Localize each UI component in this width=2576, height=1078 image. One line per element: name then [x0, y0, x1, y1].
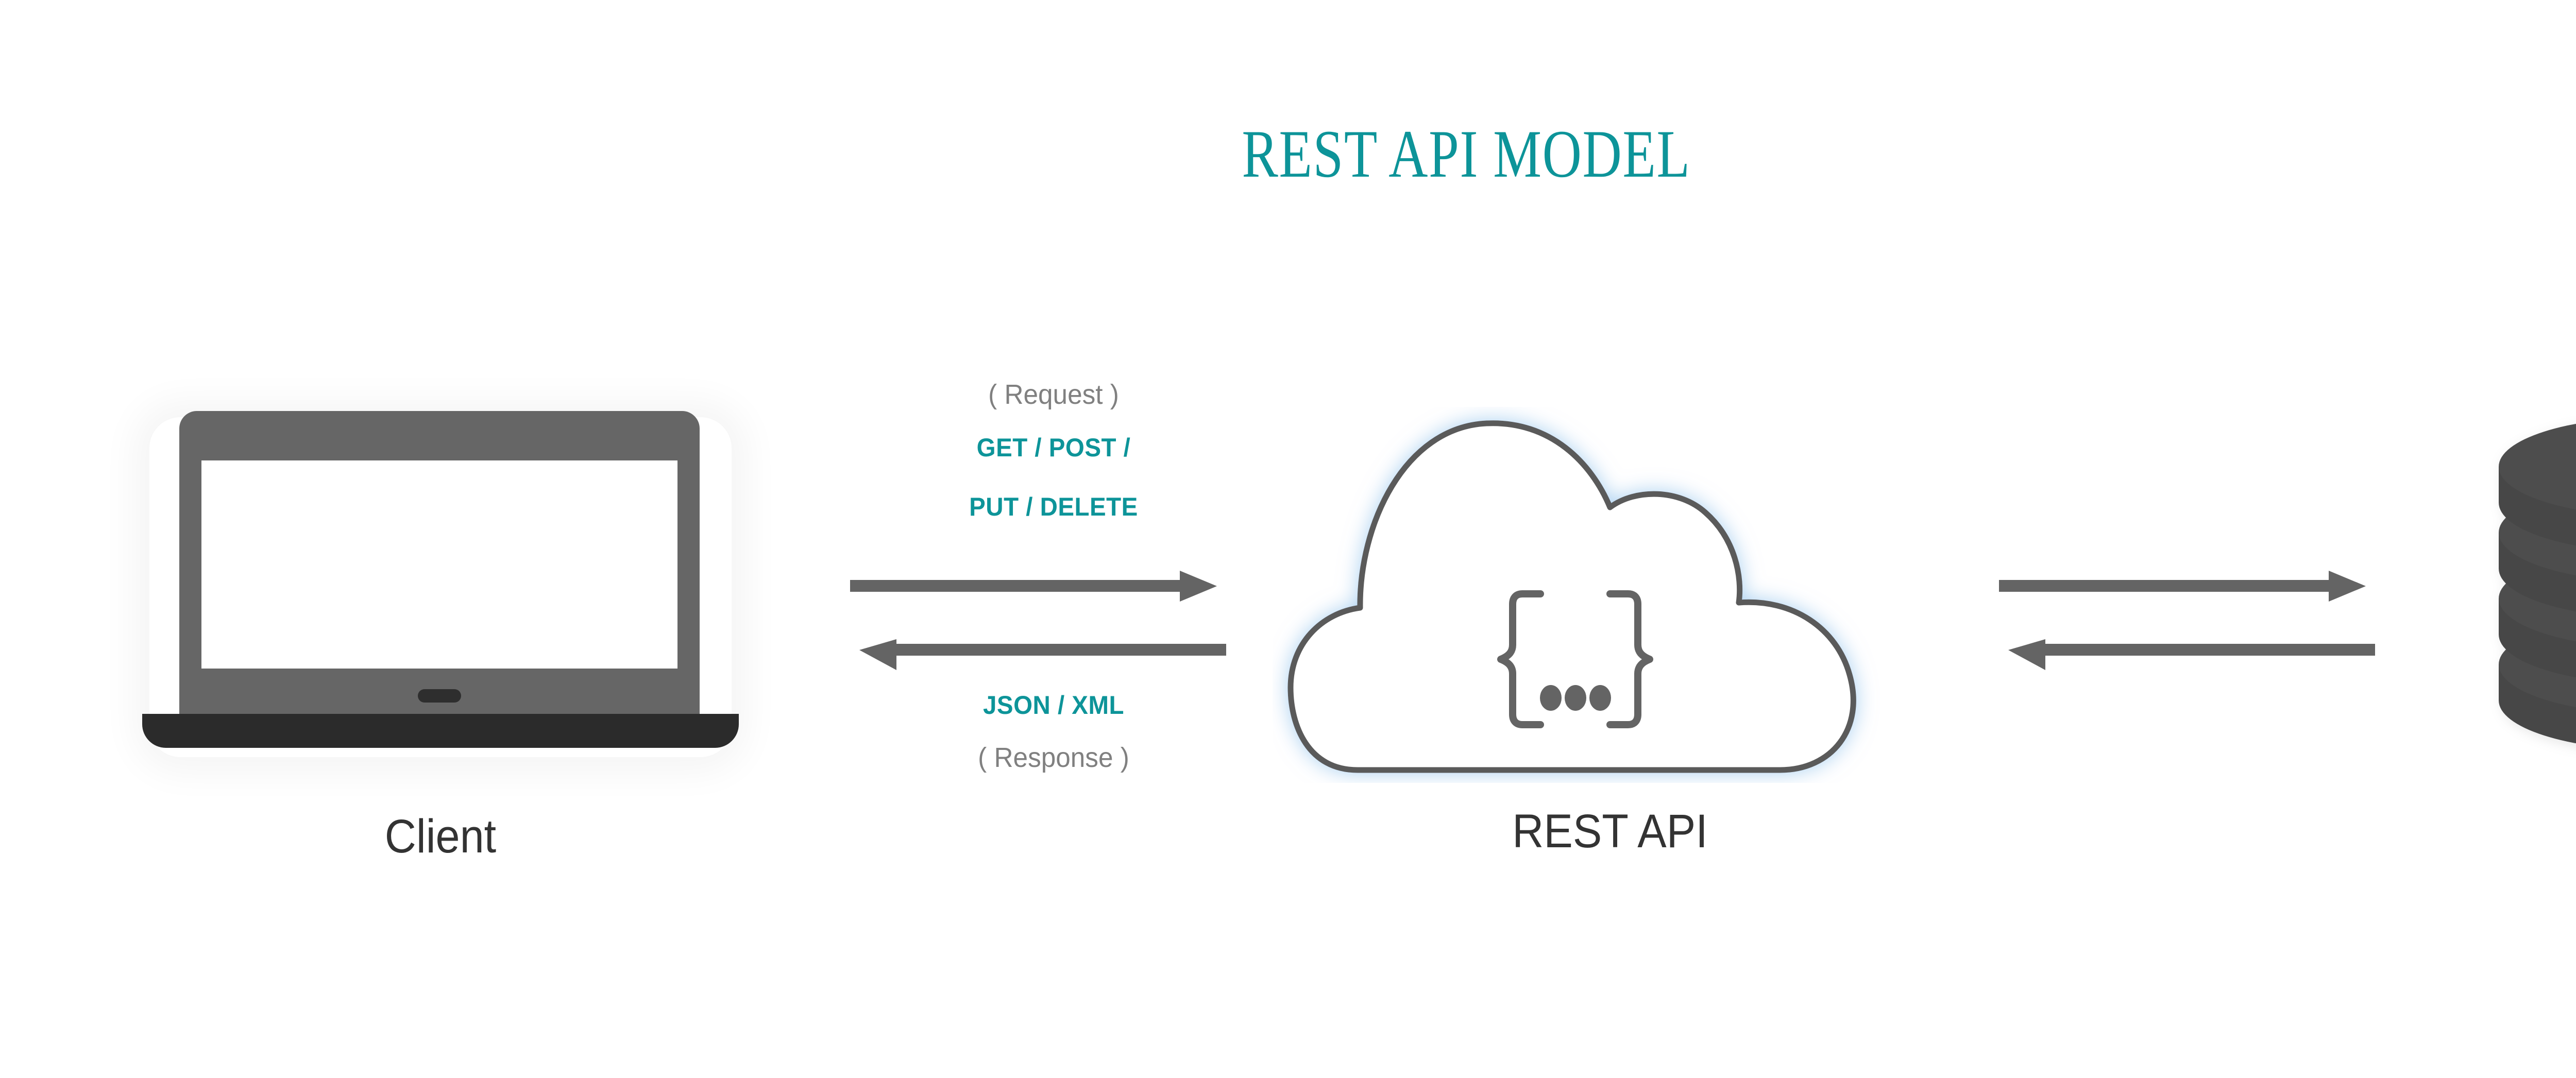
database-cylinder-icon [2499, 423, 2576, 744]
rest-api-node [1273, 407, 1942, 783]
page-title: REST API MODEL [1242, 116, 1691, 192]
request-arrow-icon [850, 571, 1217, 602]
database-label: Database [2470, 797, 2576, 851]
laptop-indicator-icon [418, 689, 461, 703]
http-methods-line1: GET / POST / [976, 433, 1131, 462]
request-label: ( Request ) [988, 379, 1119, 410]
client-node [134, 407, 747, 778]
laptop-lid [179, 411, 700, 733]
laptop-screen [201, 460, 677, 669]
ellipsis-dots-icon [1540, 685, 1611, 711]
http-methods-line2: PUT / DELETE [969, 492, 1138, 521]
database-node [2483, 391, 2576, 767]
response-format-label: JSON / XML [983, 691, 1124, 720]
rest-api-label: REST API [1512, 805, 1708, 858]
cloud-icon [1287, 420, 1856, 773]
api-database-arrows [1999, 561, 2406, 680]
response-arrow-icon [859, 639, 1226, 670]
api-to-database-arrow-icon [1999, 571, 2366, 602]
database-to-api-arrow-icon [2008, 639, 2375, 670]
client-api-arrows [850, 561, 1257, 680]
left-curly-brace-icon [1497, 590, 1544, 728]
laptop-base [142, 714, 739, 748]
client-label: Client [384, 810, 497, 863]
right-curly-brace-icon [1606, 590, 1653, 728]
response-label: ( Response ) [978, 742, 1129, 773]
